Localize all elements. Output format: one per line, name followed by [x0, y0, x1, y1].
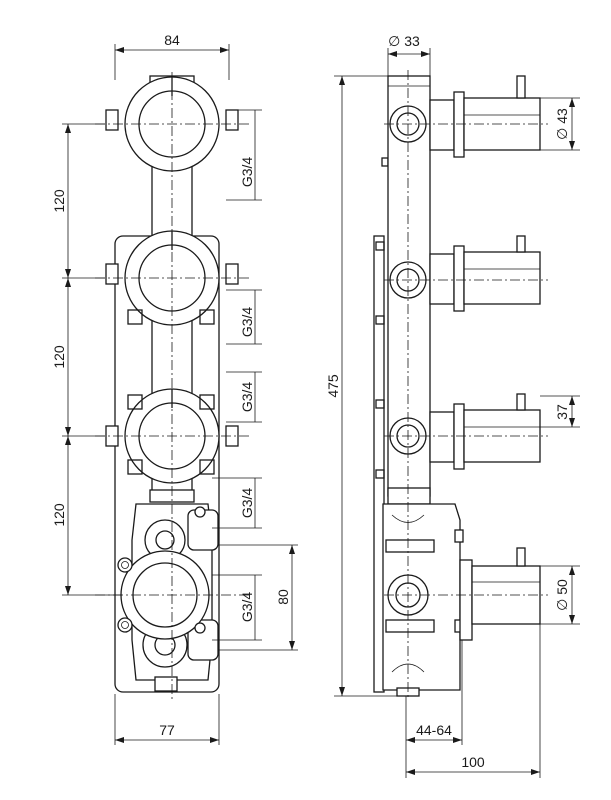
mounting-bolt — [194, 622, 206, 634]
mixer-clamp — [385, 539, 435, 553]
dim-thread-5-label: G3/4 — [239, 592, 255, 623]
dim-handle-length: 37 — [540, 395, 580, 428]
dim-tube-diameter-label: ∅ 33 — [388, 33, 420, 49]
dim-tube-diameter: ∅ 33 — [387, 33, 431, 76]
front-view: 84 120 120 120 G3/4 — [51, 32, 298, 745]
dim-spacing-3-label: 120 — [51, 503, 67, 527]
valve-flange — [453, 403, 465, 470]
mounting-bolt — [194, 506, 206, 518]
dim-spacing-2-label: 120 — [51, 345, 67, 369]
side-valve-2 — [389, 235, 541, 312]
dim-port-spacing: 80 — [218, 544, 298, 651]
mixer-clamp — [385, 619, 435, 633]
dim-thread-1-label: G3/4 — [239, 157, 255, 188]
rail-tab — [375, 399, 385, 409]
valve-right-lug — [225, 109, 239, 131]
mounting-tab — [127, 394, 143, 410]
dim-port-spacing-label: 80 — [275, 589, 291, 605]
dim-handle-length-label: 37 — [554, 404, 570, 420]
dim-bottom-width: 77 — [114, 694, 220, 745]
valve-body — [429, 411, 455, 463]
dim-thread-5: G3/4 — [212, 574, 262, 641]
mounting-tab — [199, 459, 215, 475]
dim-handle-diameter: ∅ 43 — [540, 97, 580, 151]
dim-thread-4: G3/4 — [212, 477, 262, 529]
mixer-lever — [516, 547, 526, 567]
dim-thread-1: G3/4 — [226, 109, 262, 201]
valve-left-lug — [105, 109, 119, 131]
valve-flange — [453, 91, 465, 158]
dim-thread-2-label: G3/4 — [239, 307, 255, 338]
mixer-flange — [459, 559, 473, 641]
mounting-tab — [199, 394, 215, 410]
dim-depth-range-label: 44-64 — [416, 722, 452, 738]
valve-right-lug — [225, 263, 239, 285]
dim-knob-diameter: ∅ 50 — [540, 565, 580, 625]
rail-tab — [375, 241, 385, 251]
valve-handle-cap — [463, 251, 541, 305]
valve-lever — [516, 393, 526, 411]
mounting-bolt — [117, 557, 133, 573]
dim-handle-diameter-label: ∅ 43 — [554, 108, 570, 140]
rail-tab — [375, 315, 385, 325]
dim-valve-spacing: 120 120 120 — [51, 123, 122, 596]
valve-body — [429, 253, 455, 305]
dim-spacing-1-label: 120 — [51, 189, 67, 213]
mounting-tab — [127, 459, 143, 475]
side-view: ∅ 33 475 ∅ 43 37 — [325, 33, 580, 778]
valve-body — [429, 99, 455, 151]
valve-lever — [516, 235, 526, 253]
mounting-bolt-core — [121, 561, 129, 569]
dim-thread-3-label: G3/4 — [239, 382, 255, 413]
mixer-upper-port-core — [155, 530, 175, 550]
dim-total-depth-label: 100 — [461, 754, 485, 770]
front-mixer-body — [117, 489, 219, 692]
dim-total-height-label: 475 — [325, 374, 341, 398]
dim-top-width: 84 — [114, 32, 230, 80]
dim-total-height: 475 — [325, 75, 397, 697]
mounting-tab — [199, 309, 215, 325]
mixer-coupling — [387, 487, 431, 505]
dim-bottom-width-label: 77 — [159, 722, 175, 738]
valve-lever — [516, 75, 526, 99]
dim-thread-2: G3/4 — [226, 289, 262, 345]
dim-total-depth: 100 — [405, 624, 541, 778]
rail-tab — [375, 469, 385, 479]
dim-top-width-label: 84 — [164, 32, 180, 48]
rail-tab — [381, 157, 389, 167]
side-mixer-body — [382, 487, 541, 697]
valve-flange — [453, 245, 465, 312]
mounting-bolt-core — [121, 621, 129, 629]
dim-knob-diameter-label: ∅ 50 — [554, 579, 570, 611]
dim-thread-3: G3/4 — [226, 371, 262, 423]
dim-depth-range: 44-64 — [405, 640, 463, 745]
mounting-bolt — [117, 617, 133, 633]
dim-thread-4-label: G3/4 — [239, 488, 255, 519]
mounting-tab — [127, 309, 143, 325]
mixer-bottom-outlet — [154, 676, 178, 692]
mixer-bolt — [454, 529, 464, 543]
valve-left-lug — [105, 263, 119, 285]
side-mounting-rail — [373, 235, 385, 693]
